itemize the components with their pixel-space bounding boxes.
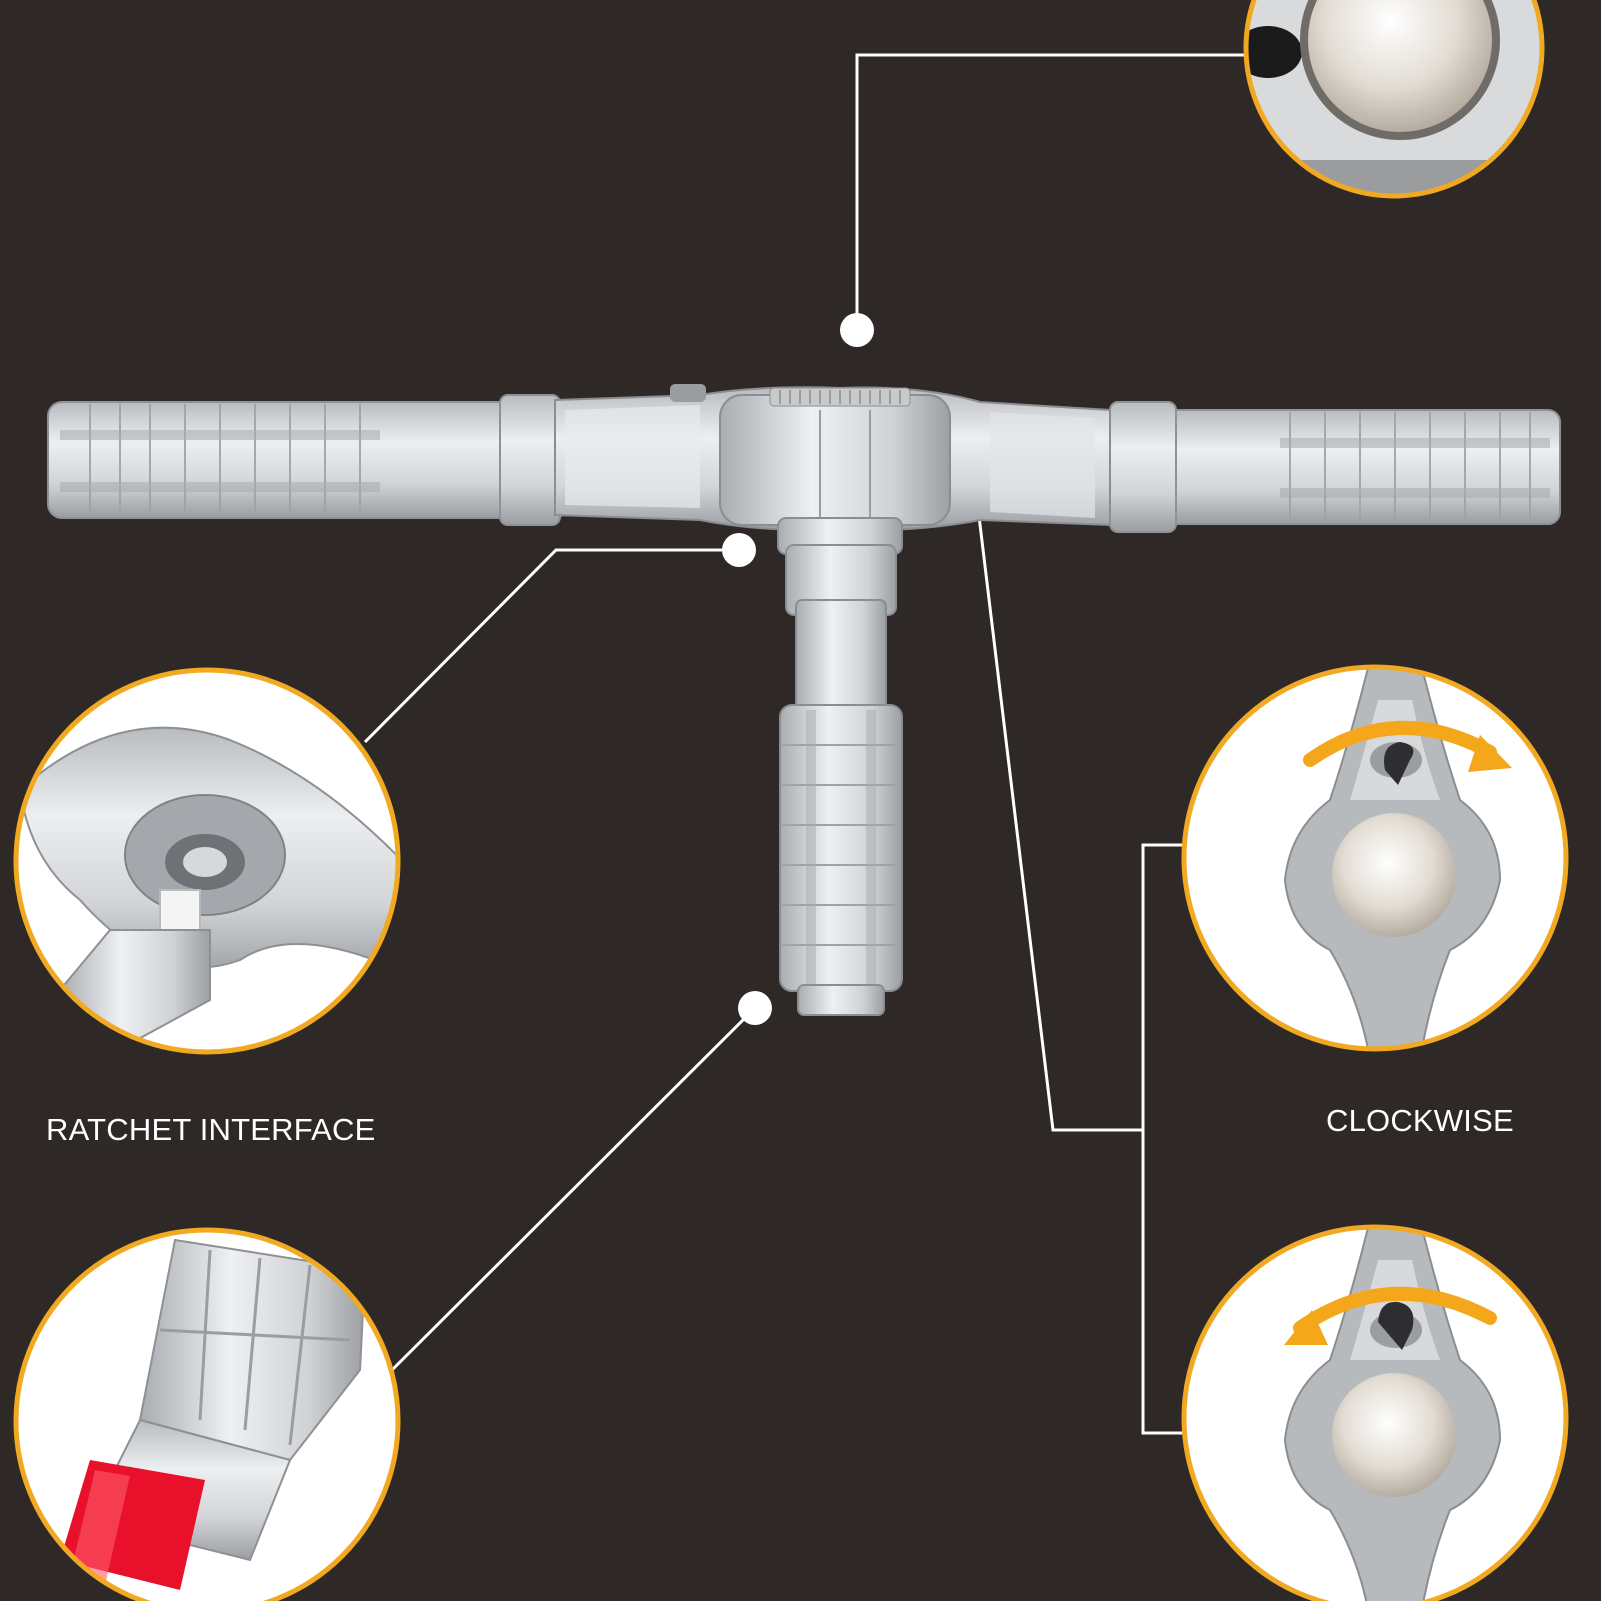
leader-dot-bit (738, 991, 772, 1025)
leader-line-interface (363, 548, 739, 744)
callout-ratchet-interface (13, 667, 401, 1055)
callout-clockwise (1181, 664, 1569, 1052)
leader-line-direction (966, 424, 1143, 1132)
ratchet-interface-label: RATCHET INTERFACE (46, 1112, 376, 1147)
leader-lines (363, 53, 1252, 1435)
callout-ratchet-dial (1243, 0, 1545, 199)
leader-line-dial (855, 53, 1252, 330)
leader-dot-dial (840, 313, 874, 347)
clockwise-label: CLOCKWISE (1326, 1103, 1514, 1138)
leader-line-bit (390, 1006, 757, 1372)
t-handle-ratchet (47, 384, 1561, 1016)
callout-bit-socket (13, 1227, 401, 1601)
leader-line-bracket (1141, 843, 1203, 1435)
leader-dot-interface (722, 533, 756, 567)
counterclockwise-arrow-icon (1293, 1286, 1497, 1335)
clockwise-arrow-icon (1303, 720, 1497, 767)
callout-counterclockwise (1181, 1224, 1569, 1601)
leader-dots (722, 313, 985, 1025)
